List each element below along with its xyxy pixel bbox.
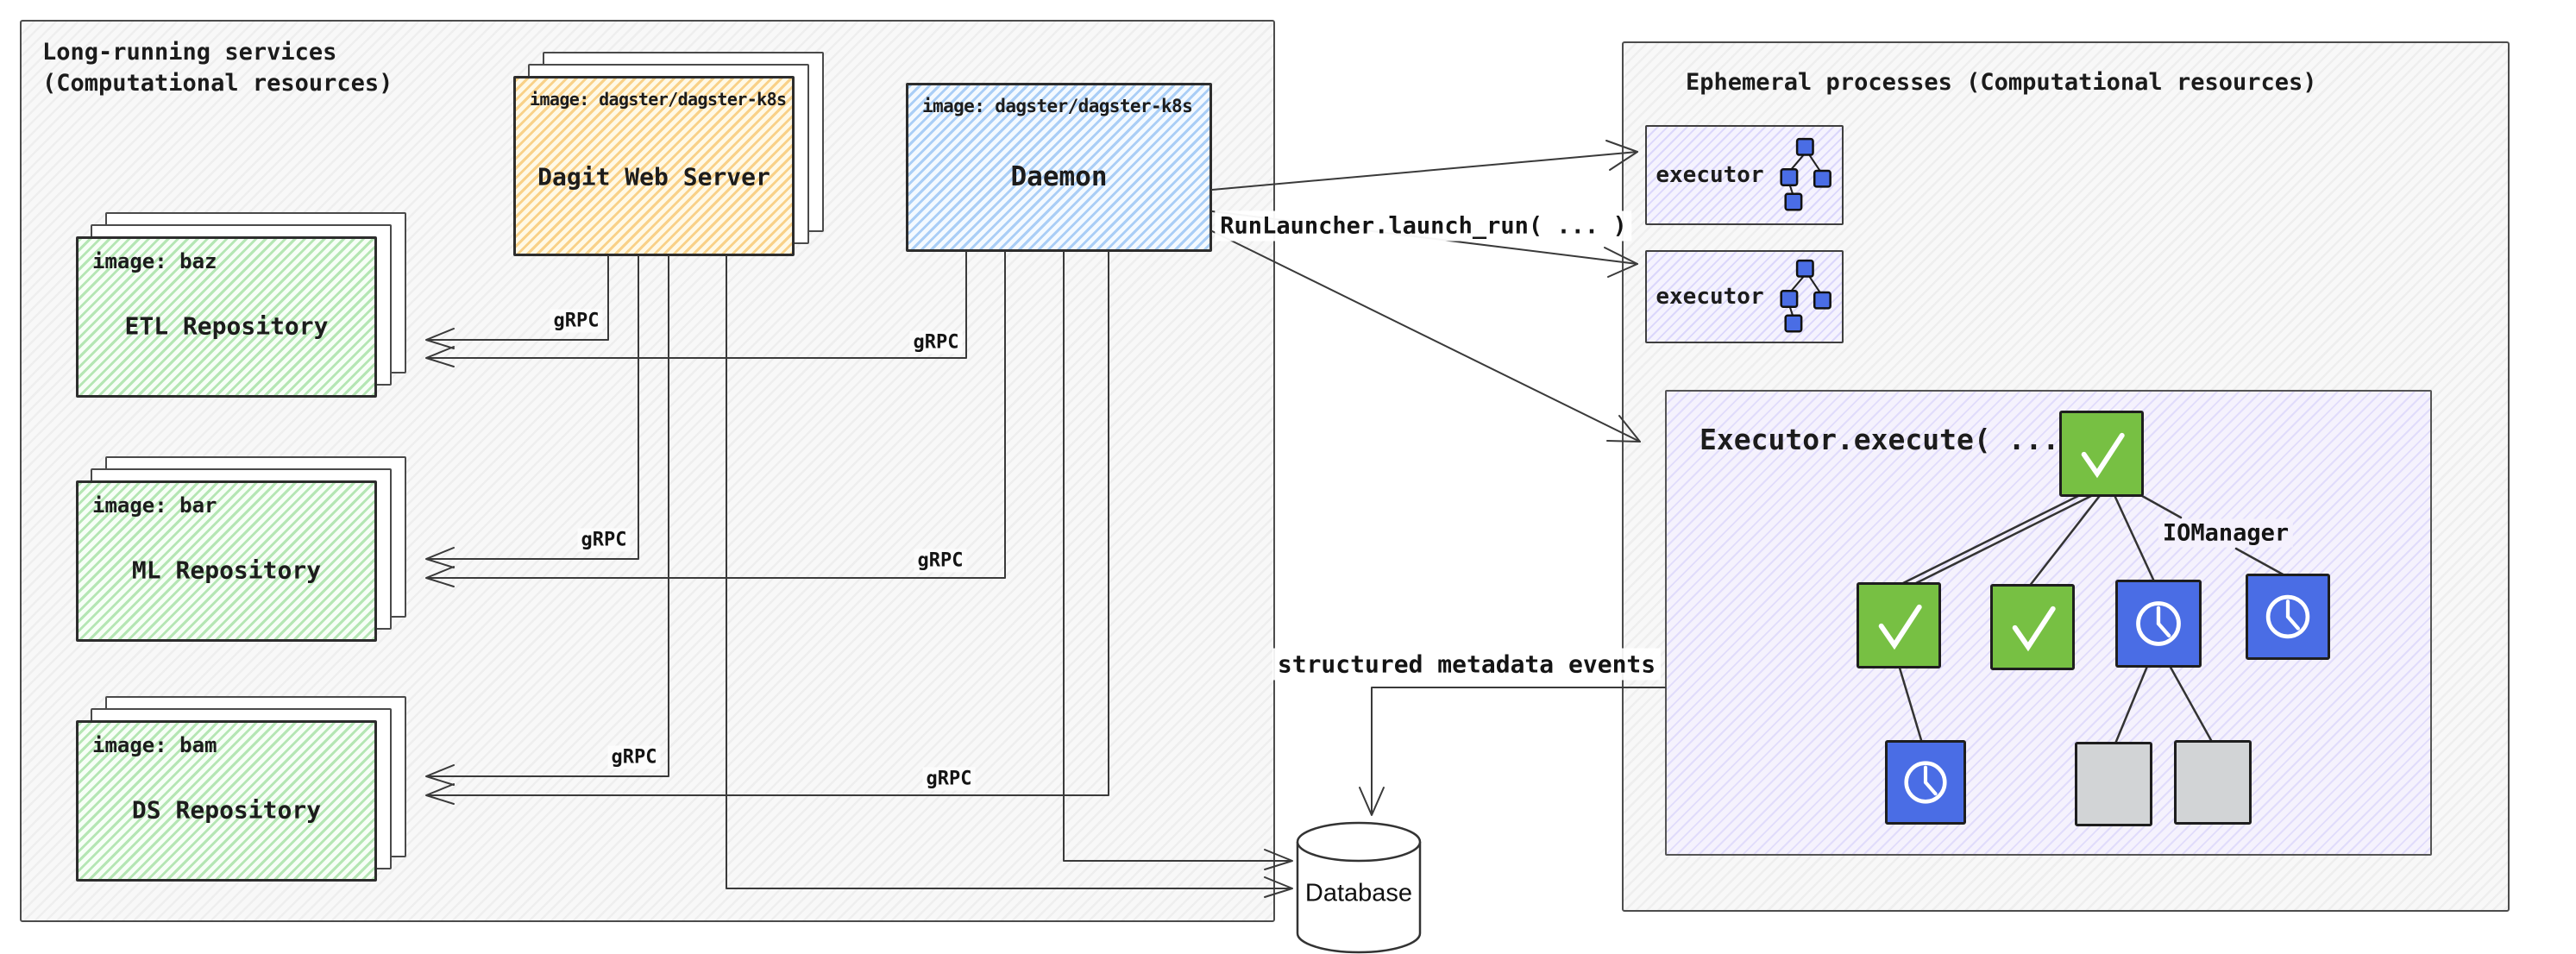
dagit-name: Dagit Web Server [537, 162, 770, 191]
op-node-pending [2174, 740, 2252, 825]
ml-image-label: image: bar [92, 493, 217, 518]
check-icon [1878, 604, 1922, 650]
op-node-running [1885, 740, 1966, 825]
dag-icon [1780, 259, 1831, 333]
executor-box-2: executor [1645, 250, 1844, 343]
op-node-running-iomanager [2246, 574, 2330, 660]
ds-repository-box: image: bam DS Repository [76, 720, 377, 882]
executor-execute-title: Executor.execute( ... ) [1700, 423, 2094, 456]
long-running-services-title: Long-running services (Computational res… [42, 39, 393, 97]
grpc-label: gRPC [909, 330, 963, 355]
ds-image-label: image: bam [92, 733, 217, 757]
daemon-image-label: image: dagster/dagster-k8s [922, 96, 1193, 116]
metadata-events-label: structured metadata events [1272, 648, 1662, 681]
edge-metadata-events [1371, 687, 1666, 815]
executor-label: executor [1656, 162, 1764, 188]
grpc-label: gRPC [577, 528, 631, 552]
ml-repository-name: ML Repository [131, 555, 322, 585]
grpc-label: gRPC [607, 745, 661, 769]
daemon-name: Daemon [1010, 161, 1108, 193]
op-node-success-root [2059, 411, 2144, 497]
op-node-success [1990, 584, 2075, 670]
grpc-label: gRPC [922, 767, 976, 791]
executor-box-1: executor [1645, 125, 1844, 225]
ds-repository-name: DS Repository [131, 795, 322, 825]
daemon-box: image: dagster/dagster-k8s Daemon [906, 83, 1212, 252]
op-node-pending [2075, 742, 2152, 826]
daemon-stack: image: dagster/dagster-k8s Daemon [906, 83, 1212, 252]
dag-icon [1780, 137, 1831, 211]
ephemeral-processes-title: Ephemeral processes (Computational resou… [1686, 69, 2317, 96]
edge-daemon-executor1 [1211, 151, 1638, 191]
edge-daemon-executor-execute [1211, 230, 1641, 442]
ds-repository-stack: image: bam DS Repository [76, 696, 406, 882]
clock-icon [1904, 761, 1947, 804]
op-node-running [2115, 580, 2202, 668]
etl-repository-box: image: baz ETL Repository [76, 236, 377, 398]
ml-repository-stack: image: bar ML Repository [76, 456, 406, 642]
dagit-web-server-box: image: dagster/dagster-k8s Dagit Web Ser… [513, 76, 795, 256]
etl-repository-stack: image: baz ETL Repository [76, 212, 406, 398]
dagit-image-label: image: dagster/dagster-k8s [530, 89, 787, 110]
arrowhead-down-icon [1359, 787, 1385, 816]
iomanager-label: IOManager [2158, 518, 2294, 548]
grpc-label: gRPC [914, 549, 967, 573]
clock-icon [2136, 601, 2181, 646]
dagit-stack: image: dagster/dagster-k8s Dagit Web Ser… [513, 52, 824, 256]
executor-label: executor [1656, 284, 1764, 310]
run-launcher-label: RunLauncher.launch_run( ... ) [1215, 210, 1632, 242]
clock-icon [2265, 594, 2310, 639]
grpc-label: gRPC [550, 309, 603, 333]
ml-repository-box: image: bar ML Repository [76, 480, 377, 642]
check-icon [2012, 606, 2056, 652]
check-icon [2081, 432, 2125, 479]
database-label: Database [1304, 879, 1413, 907]
op-node-success [1857, 582, 1941, 668]
etl-repository-name: ETL Repository [124, 311, 329, 341]
etl-image-label: image: baz [92, 249, 217, 273]
